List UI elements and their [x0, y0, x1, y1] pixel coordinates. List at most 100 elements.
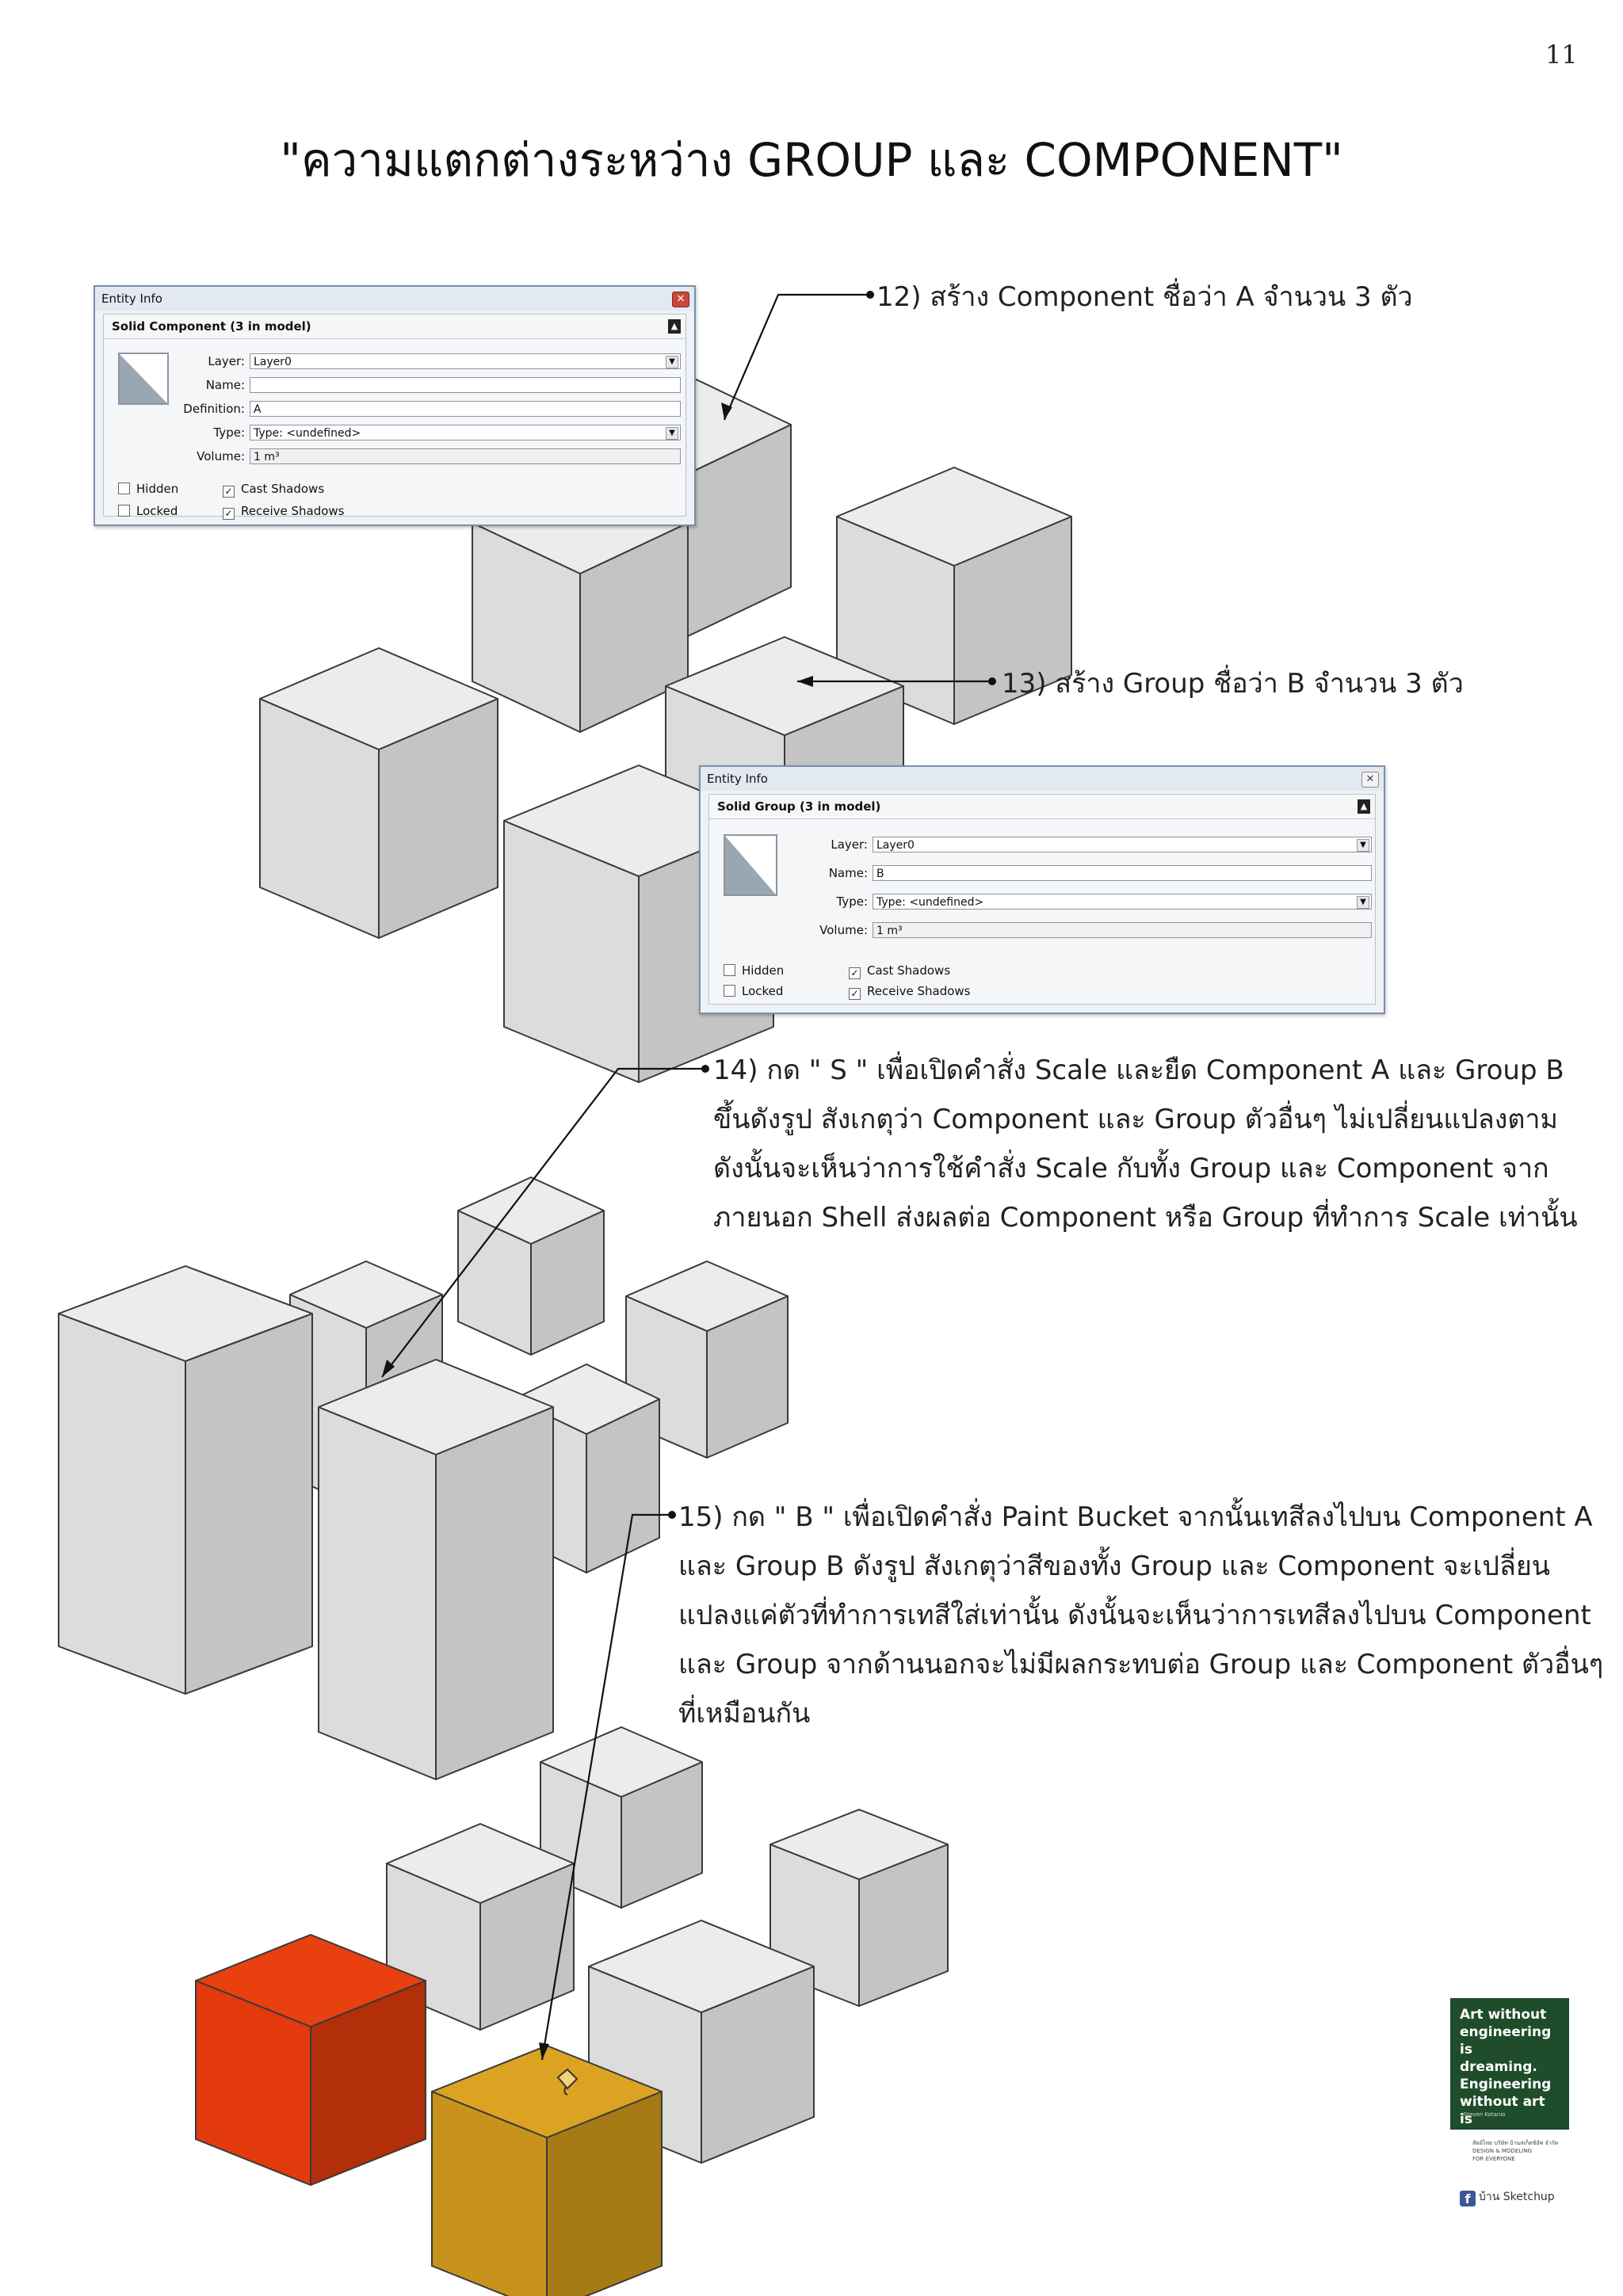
definition-label: Definition:: [183, 402, 245, 416]
model-box: [58, 1265, 313, 1695]
layer-select[interactable]: Layer0 ▼: [250, 353, 681, 369]
step-15-line: ที่เหมือนกัน: [678, 1698, 811, 1730]
step-12-text: 12) สร้าง Component ชื่อว่า A จำนวน 3 ตั…: [876, 273, 1413, 322]
volume-value: 1 m³: [250, 448, 681, 464]
leader-line-15: [540, 1513, 672, 2061]
entity-info-header: Solid Component (3 in model): [104, 315, 685, 339]
leader-dot-12: [866, 291, 874, 299]
layer-value: Layer0: [876, 839, 915, 852]
entity-info-title: Entity Info: [701, 767, 1384, 791]
entity-info-title: Entity Info: [95, 287, 694, 311]
type-label: Type:: [836, 894, 868, 909]
layer-select[interactable]: Layer0 ▼: [873, 837, 1372, 852]
receive-shadows-check-icon[interactable]: ✓: [849, 988, 861, 1000]
type-value: Type: <undefined>: [254, 427, 361, 440]
entity-info-body: Solid Group (3 in model) ▲ Layer: Layer0…: [708, 794, 1376, 1005]
cast-shadows-label: Cast Shadows: [241, 482, 325, 496]
arrowhead-15: [539, 2042, 549, 2060]
caption-line: DESIGN & MODELING: [1472, 2148, 1532, 2154]
facebook-icon[interactable]: f: [1460, 2191, 1476, 2206]
box-face: [289, 1261, 443, 1329]
chevron-down-icon[interactable]: ▼: [666, 427, 678, 440]
cast-shadows-checkbox[interactable]: ✓Cast Shadows: [849, 963, 950, 979]
step-14-line: ดังนั้นจะเห็นว่าการใช้คำสั่ง Scale กับทั…: [713, 1153, 1549, 1184]
chevron-down-icon[interactable]: ▼: [1357, 839, 1369, 852]
quote-line: dreaming.: [1460, 2059, 1537, 2075]
paint-bucket-cursor-icon: [556, 2068, 579, 2096]
box-face: [58, 1265, 313, 1362]
leader-dots: [668, 291, 996, 1519]
box-face: [665, 636, 904, 736]
box-face: [386, 1823, 575, 1904]
step-12-line: 12) สร้าง Component ชื่อว่า A จำนวน 3 ตั…: [876, 281, 1413, 313]
hidden-checkbox-box[interactable]: [724, 964, 735, 976]
painted-box-gold: [431, 2045, 663, 2296]
box-face: [435, 1406, 554, 1780]
model-box: [769, 1809, 949, 2007]
locked-checkbox-box[interactable]: [118, 505, 130, 517]
box-face: [259, 647, 498, 750]
entity-info-panel-component: Entity Info ✕ Solid Component (3 in mode…: [94, 285, 696, 526]
box-face: [431, 2045, 663, 2138]
locked-checkbox-box[interactable]: [724, 985, 735, 997]
box-face: [58, 1313, 186, 1695]
step-15-text: 15) กด " B " เพื่อเปิดคำสั่ง Paint Bucke…: [678, 1493, 1606, 1738]
model-box: [588, 1920, 815, 2164]
hidden-checkbox-box[interactable]: [118, 482, 130, 494]
name-input[interactable]: B: [873, 865, 1372, 881]
chevron-down-icon[interactable]: ▼: [666, 356, 678, 368]
definition-input[interactable]: A: [250, 401, 681, 417]
model-box: [457, 1177, 605, 1356]
leader-arrowheads: [382, 402, 813, 2060]
close-icon[interactable]: ✕: [1361, 772, 1379, 788]
arrowhead-12: [721, 402, 732, 420]
cast-shadows-check-icon[interactable]: ✓: [849, 967, 861, 979]
close-icon[interactable]: ✕: [672, 292, 689, 307]
volume-value: 1 m³: [873, 922, 1372, 938]
model-box: [259, 647, 498, 939]
box-face: [540, 1726, 703, 1798]
box-face: [318, 1406, 437, 1780]
collapse-icon[interactable]: ▲: [1358, 799, 1370, 814]
box-face: [185, 1313, 313, 1695]
material-swatch-icon[interactable]: [118, 353, 169, 405]
name-input[interactable]: [250, 377, 681, 393]
receive-shadows-check-icon[interactable]: ✓: [223, 508, 235, 520]
box-face: [625, 1261, 789, 1332]
type-select[interactable]: Type: <undefined> ▼: [873, 894, 1372, 910]
quote-line: Engineering: [1460, 2077, 1552, 2092]
collapse-icon[interactable]: ▲: [668, 319, 681, 334]
leader-dot-15: [668, 1511, 676, 1519]
locked-label: Locked: [742, 984, 784, 998]
material-swatch-icon[interactable]: [724, 834, 777, 896]
quote-line: without art is: [1460, 2094, 1545, 2127]
entity-info-panel-group: Entity Info ✕ Solid Group (3 in model) ▲…: [699, 765, 1385, 1014]
locked-checkbox[interactable]: Locked: [118, 503, 178, 519]
quote-line: engineering is: [1460, 2024, 1552, 2058]
model-box: [836, 467, 1072, 725]
volume-label: Volume:: [819, 923, 868, 937]
layer-value: Layer0: [254, 356, 292, 368]
receive-shadows-checkbox[interactable]: ✓Receive Shadows: [223, 503, 345, 520]
name-label: Name:: [205, 378, 245, 392]
type-select[interactable]: Type: <undefined> ▼: [250, 425, 681, 441]
layer-label: Layer:: [831, 837, 868, 852]
quote-line: Art without: [1460, 2007, 1547, 2023]
locked-checkbox[interactable]: Locked: [724, 983, 783, 999]
cast-shadows-checkbox[interactable]: ✓ Cast Shadows: [223, 481, 324, 498]
hidden-checkbox[interactable]: Hidden: [724, 963, 784, 978]
box-face: [195, 1934, 426, 2027]
box-face: [457, 1177, 605, 1245]
hidden-label: Hidden: [136, 482, 179, 496]
hidden-checkbox[interactable]: Hidden: [118, 481, 178, 497]
receive-shadows-checkbox[interactable]: ✓Receive Shadows: [849, 983, 971, 1000]
quote-line: calculating.: [1460, 2129, 1549, 2145]
cast-shadows-check-icon[interactable]: ✓: [223, 486, 235, 498]
chevron-down-icon[interactable]: ▼: [1357, 896, 1369, 909]
step-15-line: และ Group B ดังรูป สังเกตุว่าสีของทั้ง G…: [678, 1550, 1550, 1582]
step-13-text: 13) สร้าง Group ชื่อว่า B จำนวน 3 ตัว: [1002, 659, 1464, 708]
step-14-text: 14) กด " S " เพื่อเปิดคำสั่ง Scale และยื…: [713, 1046, 1601, 1242]
